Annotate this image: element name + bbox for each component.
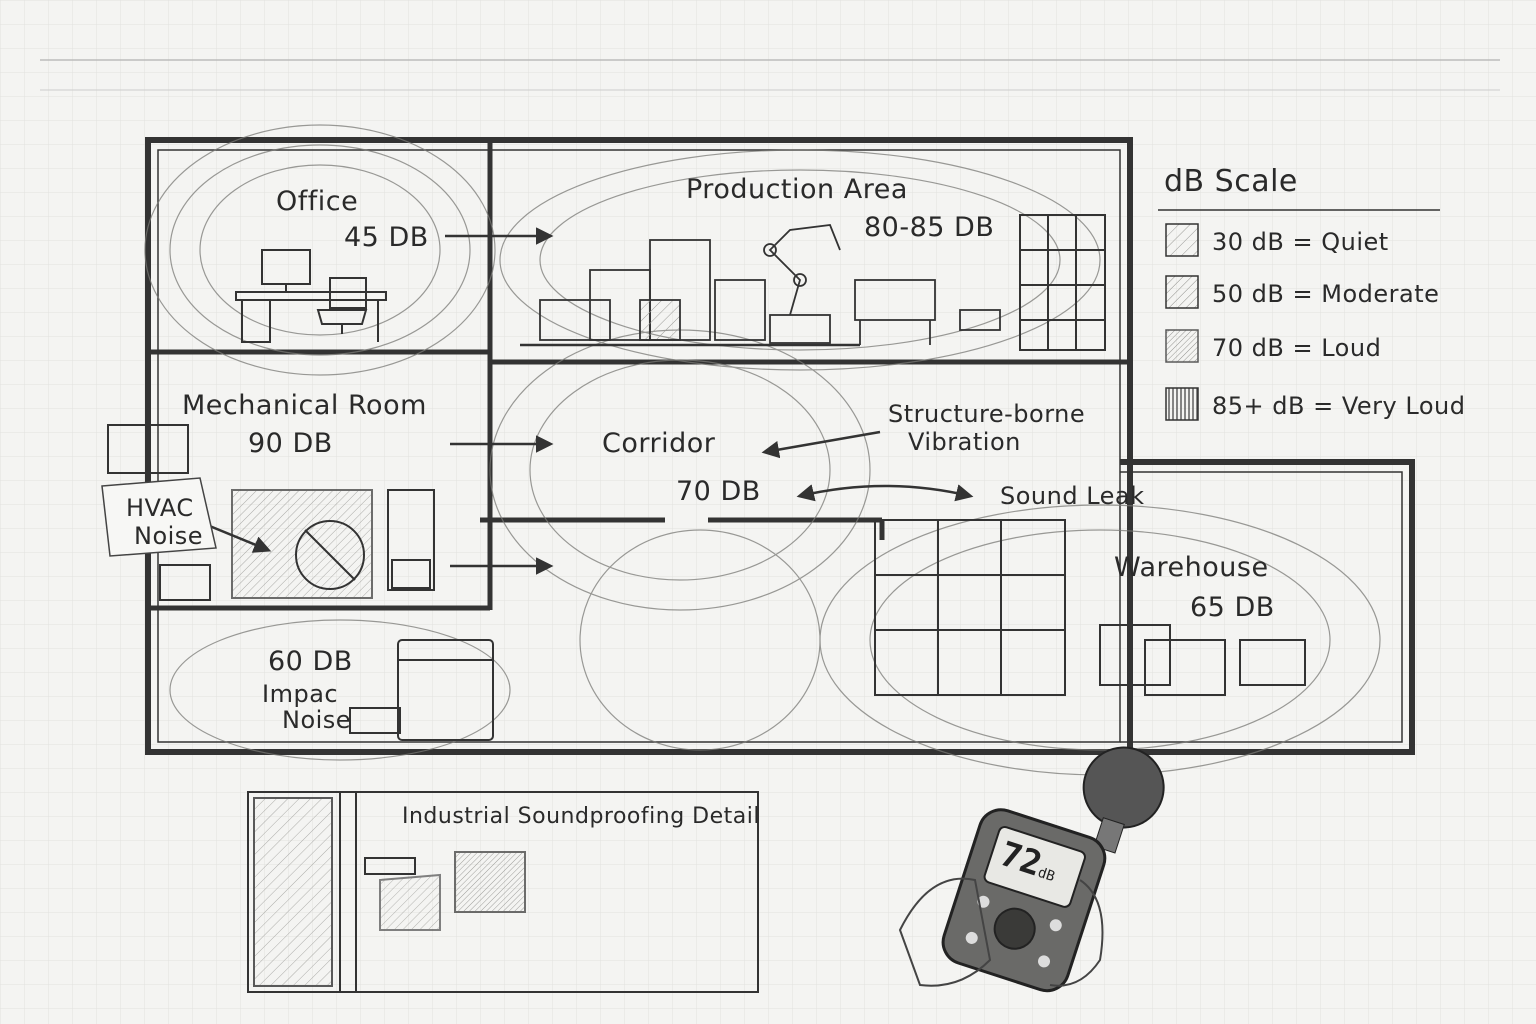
legend-item-loud: 70 dB = Loud <box>1212 334 1382 362</box>
legend-item-quiet: 30 dB = Quiet <box>1212 228 1389 256</box>
sound-level-meter-icon <box>898 746 1165 993</box>
legend-item-very-loud: 85+ dB = Very Loud <box>1212 392 1466 420</box>
building-walls <box>145 137 1415 755</box>
structure-borne-label-line2: Vibration <box>908 428 1021 456</box>
sound-leak-label: Sound Leak <box>1000 482 1145 510</box>
mechanical-room-db-value: 90 DB <box>248 428 333 459</box>
legend-title: dB Scale <box>1164 164 1298 199</box>
legend-swatch-loud <box>1165 329 1199 363</box>
office-desk-icon <box>235 249 387 343</box>
soundproofing-detail-title: Industrial Soundproofing Detail <box>402 804 760 829</box>
soundproofing-detail-inset <box>247 791 759 993</box>
structure-borne-label-line1: Structure-borne <box>888 400 1086 428</box>
legend-item-moderate: 50 dB = Moderate <box>1212 280 1440 308</box>
production-machinery-icon <box>520 224 1001 347</box>
production-area-db-value: 80-85 DB <box>864 212 995 243</box>
mechanical-room-label: Mechanical Room <box>182 390 427 421</box>
impact-zone-db-value: 60 DB <box>268 646 353 677</box>
db-scale-legend <box>1158 209 1440 421</box>
hvac-noise-label-line1: HVAC <box>126 494 194 522</box>
sound-wave-contours <box>144 124 1381 776</box>
office-db-value: 45 DB <box>344 222 429 253</box>
production-area-label: Production Area <box>686 174 908 205</box>
impact-noise-label-line2: Noise <box>282 706 352 734</box>
corridor-db-value: 70 DB <box>676 476 761 507</box>
hvac-noise-label-line2: Noise <box>134 522 204 550</box>
legend-swatch-very-loud <box>1165 387 1199 421</box>
impact-machine-icon <box>349 639 494 741</box>
office-label: Office <box>276 186 359 217</box>
warehouse-racking-icon <box>874 519 1306 696</box>
warehouse-db-value: 65 DB <box>1190 592 1275 623</box>
hvac-banner <box>101 477 217 557</box>
legend-swatch-moderate <box>1165 275 1199 309</box>
corridor-label: Corridor <box>602 428 716 459</box>
production-shelving-icon <box>1019 214 1106 351</box>
warehouse-label: Warehouse <box>1114 552 1269 583</box>
impact-noise-label-line1: Impac <box>262 680 339 708</box>
legend-swatch-quiet <box>1165 223 1199 257</box>
